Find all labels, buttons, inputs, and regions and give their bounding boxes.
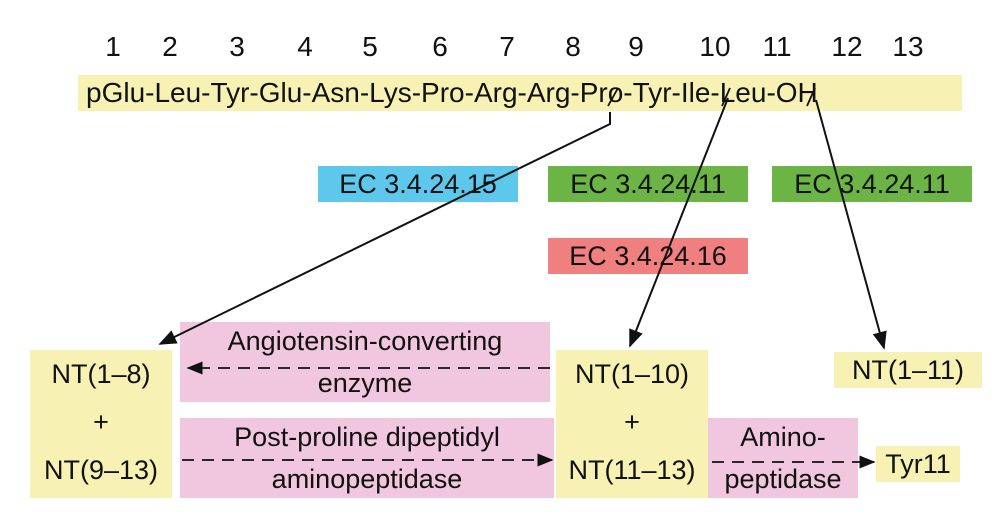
- arrow-to-nt-1-8: [158, 112, 611, 345]
- peptide-sequence: pGlu-Leu-Tyr-Glu-Asn-Lys-Pro-Arg-Arg-Pro…: [78, 75, 962, 111]
- position-number: 6: [432, 31, 448, 62]
- ec-3-4-24-16-label: EC 3.4.24.16: [548, 238, 748, 274]
- amino-label-line1: Amino-: [740, 422, 826, 452]
- plus-sign: +: [93, 407, 109, 437]
- amino-label-line2: peptidase: [724, 464, 842, 494]
- plus-sign: +: [624, 407, 640, 437]
- product-nt-1-8-and-9-13: NT(1–8) + NT(9–13): [30, 350, 172, 498]
- nt-1-8-label: NT(1–8): [51, 359, 151, 389]
- ace-label-line1: Angiotensin-converting: [227, 326, 503, 356]
- angiotensin-converting-enzyme-box: Angiotensin-converting enzyme: [180, 322, 550, 402]
- position-number: 7: [499, 31, 515, 62]
- position-number: 4: [297, 31, 313, 62]
- tyr11-label: Tyr11: [876, 446, 960, 482]
- ppd-label-line1: Post-proline dipeptidyl: [234, 422, 500, 452]
- position-number: 1: [105, 31, 121, 62]
- arrow-to-nt-1-11: [815, 99, 887, 350]
- nt-1-10-label: NT(1–10): [574, 359, 690, 389]
- ec-3-4-24-11-label: EC 3.4.24.11: [772, 166, 972, 202]
- cleavage-mark-11-12: [806, 87, 816, 107]
- product-nt-1-10-and-11-13: NT(1–10) + NT(11–13): [556, 350, 708, 498]
- position-number: 8: [565, 31, 581, 62]
- arrow-to-nt-1-10: [629, 97, 729, 348]
- position-number: 9: [628, 31, 644, 62]
- position-number: 10: [699, 31, 731, 62]
- aminopeptidase-box: Amino- peptidase: [708, 418, 858, 498]
- nt-1-11-label: NT(1–11): [834, 352, 982, 388]
- cleavage-mark-8-9: [607, 87, 619, 107]
- ec-3-4-24-15-label: EC 3.4.24.15: [318, 166, 518, 202]
- position-number: 13: [892, 31, 924, 62]
- post-proline-dipeptidyl-aminopeptidase-box: Post-proline dipeptidyl aminopeptidase: [180, 418, 554, 498]
- position-number: 5: [362, 31, 378, 62]
- ace-label-line2: enzyme: [317, 368, 413, 398]
- nt-9-13-label: NT(9–13): [43, 455, 159, 485]
- nt-11-13-label: NT(11–13): [568, 455, 696, 485]
- position-number: 3: [229, 31, 245, 62]
- ppd-label-line2: aminopeptidase: [271, 464, 463, 494]
- ec-3-4-24-11-label: EC 3.4.24.11: [548, 166, 748, 202]
- cleavage-mark-10-11: [721, 87, 731, 107]
- position-number: 2: [162, 31, 178, 62]
- position-number: 12: [831, 31, 863, 62]
- position-number: 11: [762, 31, 792, 62]
